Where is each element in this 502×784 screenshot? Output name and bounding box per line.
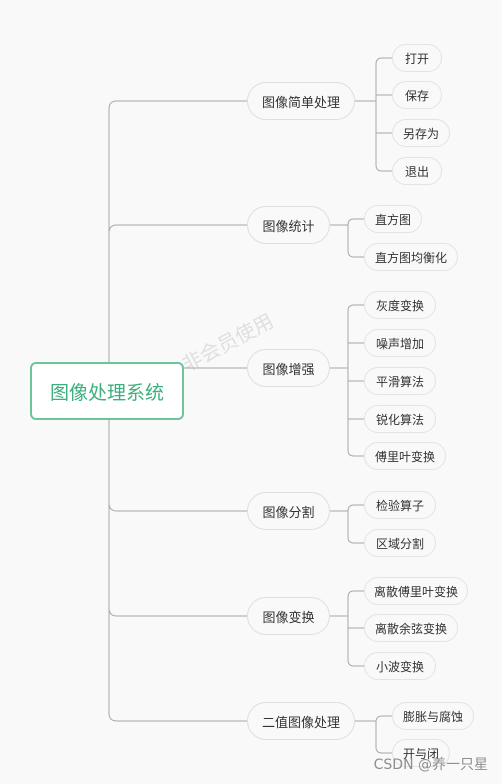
credit-text: CSDN @养一只星	[373, 757, 488, 773]
branch-node[interactable]: 图像增强	[247, 349, 330, 387]
leaf-node[interactable]: 保存	[392, 81, 442, 109]
leaf-connector	[375, 715, 392, 723]
branch-connector	[108, 502, 247, 512]
leaf-node[interactable]: 检验算子	[364, 491, 436, 519]
leaf-connector	[375, 57, 392, 65]
leaf-connector	[375, 164, 392, 172]
leaf-node[interactable]: 另存为	[392, 119, 450, 147]
branch-connector	[108, 607, 247, 617]
root-node[interactable]: 图像处理系统	[30, 362, 184, 420]
leaf-node[interactable]: 离散余弦变换	[364, 614, 458, 642]
leaf-node[interactable]: 打开	[392, 44, 442, 72]
leaf-node[interactable]: 平滑算法	[364, 367, 436, 395]
leaf-connector	[347, 590, 364, 598]
leaf-node[interactable]: 直方图	[364, 205, 422, 233]
branch-node[interactable]: 图像简单处理	[247, 82, 355, 120]
branch-node[interactable]: 二值图像处理	[247, 702, 355, 740]
leaf-node[interactable]: 小波变换	[364, 652, 436, 680]
branch-node[interactable]: 图像变换	[247, 597, 330, 635]
leaf-connector	[347, 659, 364, 667]
leaf-node[interactable]: 灰度变换	[364, 291, 436, 319]
leaf-connector	[347, 304, 364, 312]
leaf-node[interactable]: 傅里叶变换	[364, 442, 446, 470]
leaf-node[interactable]: 开与闭	[392, 739, 450, 767]
branch-connector	[108, 224, 247, 234]
leaf-node[interactable]: 离散傅里叶变换	[364, 577, 468, 605]
leaf-connector	[347, 536, 364, 544]
branch-node[interactable]: 图像统计	[247, 206, 330, 244]
leaf-node[interactable]: 噪声增加	[364, 329, 436, 357]
leaf-connector	[375, 746, 392, 754]
leaf-node[interactable]: 直方图均衡化	[364, 243, 458, 271]
branch-connector	[108, 100, 247, 110]
leaf-node[interactable]: 锐化算法	[364, 405, 436, 433]
leaf-node[interactable]: 膨胀与腐蚀	[392, 702, 474, 730]
leaf-node[interactable]: 退出	[392, 157, 442, 185]
leaf-connector	[347, 250, 364, 258]
leaf-node[interactable]: 区域分割	[364, 529, 436, 557]
leaf-connector	[347, 218, 364, 226]
branch-connector	[108, 712, 247, 722]
leaf-connector	[347, 449, 364, 457]
branch-node[interactable]: 图像分割	[247, 492, 330, 530]
leaf-connector	[347, 504, 364, 512]
